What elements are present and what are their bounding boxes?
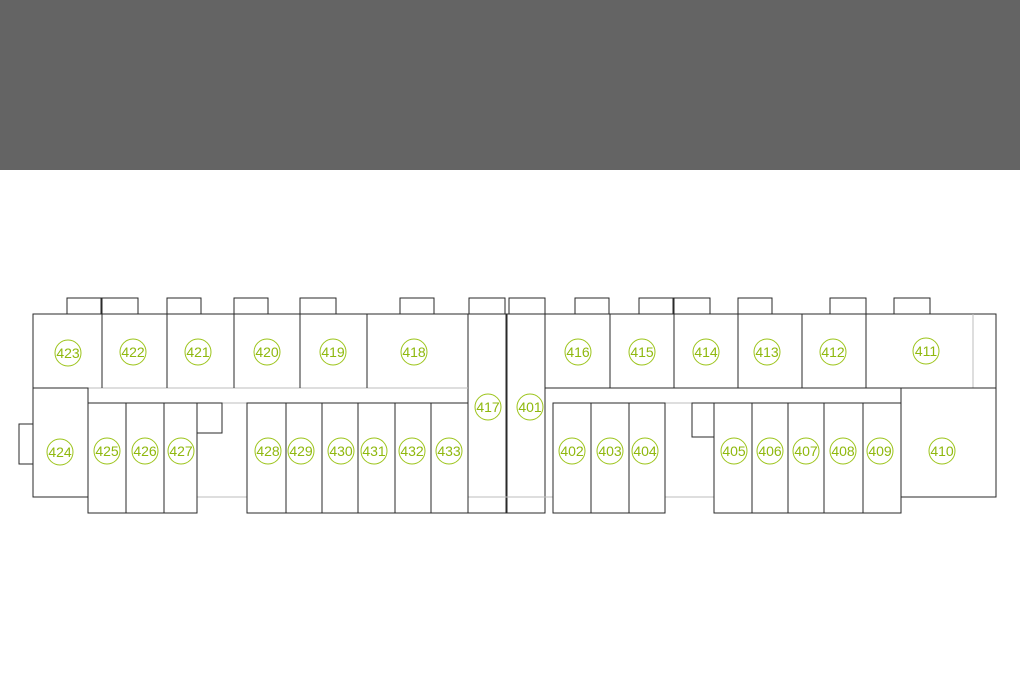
unit-417[interactable]: 417 <box>474 393 502 421</box>
svg-text:410: 410 <box>930 443 954 459</box>
unit-420[interactable]: 420 <box>253 338 281 366</box>
svg-text:409: 409 <box>868 443 892 459</box>
unit-433[interactable]: 433 <box>435 437 463 465</box>
unit-423[interactable]: 423 <box>54 339 82 367</box>
svg-text:419: 419 <box>321 344 345 360</box>
unit-424[interactable]: 424 <box>46 438 74 466</box>
svg-text:405: 405 <box>722 443 746 459</box>
unit-403[interactable]: 403 <box>596 437 624 465</box>
unit-429[interactable]: 429 <box>287 437 315 465</box>
unit-406[interactable]: 406 <box>756 437 784 465</box>
unit-413[interactable]: 413 <box>753 338 781 366</box>
unit-427[interactable]: 427 <box>167 437 195 465</box>
svg-text:423: 423 <box>56 345 80 361</box>
header-band <box>0 0 1020 170</box>
unit-425[interactable]: 425 <box>93 437 121 465</box>
svg-text:407: 407 <box>794 443 818 459</box>
svg-text:425: 425 <box>95 443 119 459</box>
unit-421[interactable]: 421 <box>184 338 212 366</box>
svg-text:424: 424 <box>48 444 72 460</box>
unit-422[interactable]: 422 <box>119 338 147 366</box>
unit-430[interactable]: 430 <box>327 437 355 465</box>
svg-text:411: 411 <box>915 343 938 359</box>
unit-418[interactable]: 418 <box>400 338 428 366</box>
svg-text:430: 430 <box>329 443 353 459</box>
svg-text:428: 428 <box>256 443 280 459</box>
unit-414[interactable]: 414 <box>692 338 720 366</box>
svg-text:422: 422 <box>121 344 145 360</box>
svg-text:416: 416 <box>566 344 590 360</box>
svg-text:427: 427 <box>169 443 193 459</box>
svg-text:420: 420 <box>255 344 279 360</box>
svg-text:417: 417 <box>476 399 500 415</box>
unit-416[interactable]: 416 <box>564 338 592 366</box>
unit-411[interactable]: 411 <box>912 337 940 365</box>
unit-426[interactable]: 426 <box>131 437 159 465</box>
svg-text:414: 414 <box>694 344 718 360</box>
unit-432[interactable]: 432 <box>398 437 426 465</box>
svg-text:403: 403 <box>598 443 622 459</box>
svg-text:404: 404 <box>633 443 657 459</box>
unit-408[interactable]: 408 <box>829 437 857 465</box>
svg-text:421: 421 <box>186 344 210 360</box>
unit-401[interactable]: 401 <box>516 393 544 421</box>
svg-text:401: 401 <box>518 399 542 415</box>
svg-text:415: 415 <box>630 344 654 360</box>
unit-410[interactable]: 410 <box>928 437 956 465</box>
unit-407[interactable]: 407 <box>792 437 820 465</box>
svg-text:406: 406 <box>758 443 782 459</box>
unit-428[interactable]: 428 <box>254 437 282 465</box>
unit-415[interactable]: 415 <box>628 338 656 366</box>
unit-431[interactable]: 431 <box>360 437 388 465</box>
svg-text:412: 412 <box>821 344 845 360</box>
unit-402[interactable]: 402 <box>558 437 586 465</box>
svg-text:413: 413 <box>755 344 779 360</box>
unit-404[interactable]: 404 <box>631 437 659 465</box>
building-outline <box>18 297 997 514</box>
svg-text:418: 418 <box>402 344 426 360</box>
svg-text:402: 402 <box>560 443 584 459</box>
unit-405[interactable]: 405 <box>720 437 748 465</box>
svg-text:429: 429 <box>289 443 313 459</box>
svg-text:432: 432 <box>400 443 424 459</box>
unit-419[interactable]: 419 <box>319 338 347 366</box>
svg-text:408: 408 <box>831 443 855 459</box>
unit-409[interactable]: 409 <box>866 437 894 465</box>
unit-412[interactable]: 412 <box>819 338 847 366</box>
svg-text:426: 426 <box>133 443 157 459</box>
svg-text:433: 433 <box>437 443 461 459</box>
svg-text:431: 431 <box>362 443 386 459</box>
